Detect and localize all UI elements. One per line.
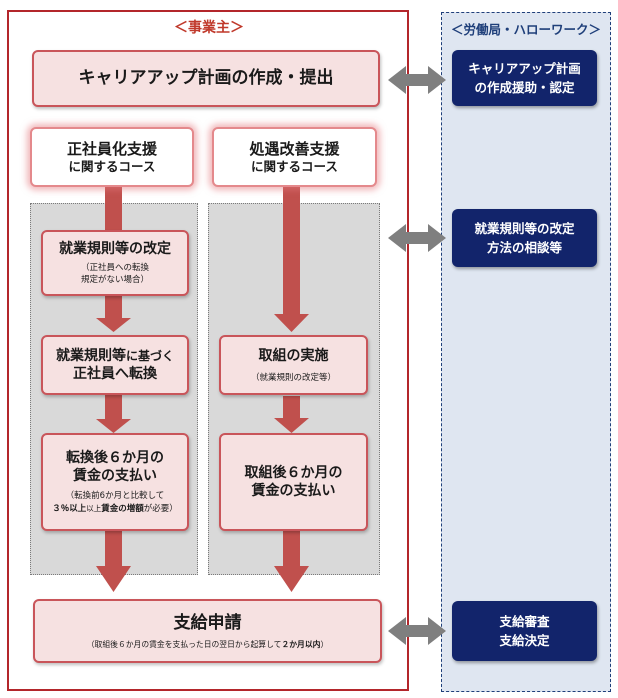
employer-title-wrap: ＜事業主＞ [0,17,418,37]
application-note-b: ２か月以内 [281,639,321,649]
left-step1-note2: 規定がない場合） [80,274,149,285]
authority-review-box: 支給審査 支給決定 [452,601,597,661]
application-note-c: ） [320,639,329,649]
left-step1-title: 就業規則等の改定 [59,240,171,257]
course-left-title: 正社員化支援 [66,139,157,158]
plan-label: キャリアアップ計画の作成・提出 [78,68,334,89]
authority-box2-line1: 就業規則等の改定 [474,220,575,236]
authority-consultation-box: 就業規則等の改定 方法の相談等 [452,209,597,267]
arrow-right-1-head [274,314,309,332]
right-step-implementation: 取組の実施 （就業規則の改定等） [219,335,368,395]
arrow-left-1-shaft [105,186,122,231]
authority-title: ＜労働局・ハローワーク＞ [450,22,601,37]
left-step3-note2a: ３％以上 [52,503,87,514]
authority-box3-line1: 支給審査 [499,613,550,629]
left-step-wage-payment: 転換後６か月の 賃金の支払い （転換前6か月と比較して ３％以上以上賃金の増額が… [41,433,189,531]
course-right-subtitle: に関するコース [251,159,338,174]
right-step1-note: （就業規則の改定等） [250,373,336,384]
arrow-left-3-head [96,419,131,433]
authority-plan-support-box: キャリアアップ計画 の作成援助・認定 [452,50,597,106]
arrow-right-3-shaft [283,531,300,566]
course-left-box: 正社員化支援 に関するコース [30,127,194,187]
left-step-rules-revision: 就業規則等の改定 （正社員への転換 規定がない場合） [41,230,189,296]
employer-panel [7,10,409,691]
authority-panel [441,12,611,692]
left-step3-line2: 賃金の支払い [73,468,157,485]
right-step1-title: 取組の実施 [258,347,329,364]
left-step3-note2b: 賃金の増額 [101,503,144,514]
authority-box1-line1: キャリアアップ計画 [468,60,581,76]
left-step2-line1b: に基づく [125,348,174,363]
right-step-wage-payment: 取組後６か月の 賃金の支払い [219,433,368,531]
left-step2-line2: 正社員へ転換 [73,366,157,382]
course-left-subtitle: に関するコース [68,159,156,174]
left-step3-note1: （転換前6か月と比較して [65,491,165,502]
double-arrow-plan [388,66,446,94]
arrow-left-4-shaft [105,531,122,566]
left-step2-line1a: 就業規則等 [55,347,126,364]
left-step3-line1: 転換後６か月の [66,450,164,466]
employer-title: ＜事業主＞ [168,20,250,36]
left-step3-note2c: が必要） [143,503,178,514]
application-note-a: （取組後６か月の賃金を支払った日の翌日から起算して [86,639,282,649]
arrow-right-1-shaft [283,186,300,314]
arrow-left-4-head [96,566,131,592]
application-box: 支給申請 （取組後６か月の賃金を支払った日の翌日から起算して２か月以内） [33,599,382,663]
course-right-title: 処遇改善支援 [249,139,340,158]
authority-box2-line2: 方法の相談等 [486,240,562,255]
double-arrow-consult [388,224,446,252]
right-step2-line1: 取組後６か月の [244,464,343,481]
arrow-left-3-shaft [105,395,122,419]
course-right-box: 処遇改善支援 に関するコース [212,127,377,187]
right-step2-line2: 賃金の支払い [251,483,336,499]
application-title: 支給申請 [173,613,242,634]
arrow-right-2-head [274,418,309,433]
authority-box3-line2: 支給決定 [499,633,550,648]
arrow-left-2-head [96,318,131,332]
double-arrow-application [388,617,446,645]
arrow-left-2-shaft [105,296,122,318]
plan-box: キャリアアップ計画の作成・提出 [32,50,380,107]
authority-box1-line2: の作成援助・認定 [474,80,575,95]
left-step1-note1: （正社員への転換 [80,262,149,273]
arrow-right-2-shaft [283,396,300,418]
left-step-conversion: 就業規則等に基づく 正社員へ転換 [41,335,189,395]
arrow-right-3-head [274,566,309,592]
